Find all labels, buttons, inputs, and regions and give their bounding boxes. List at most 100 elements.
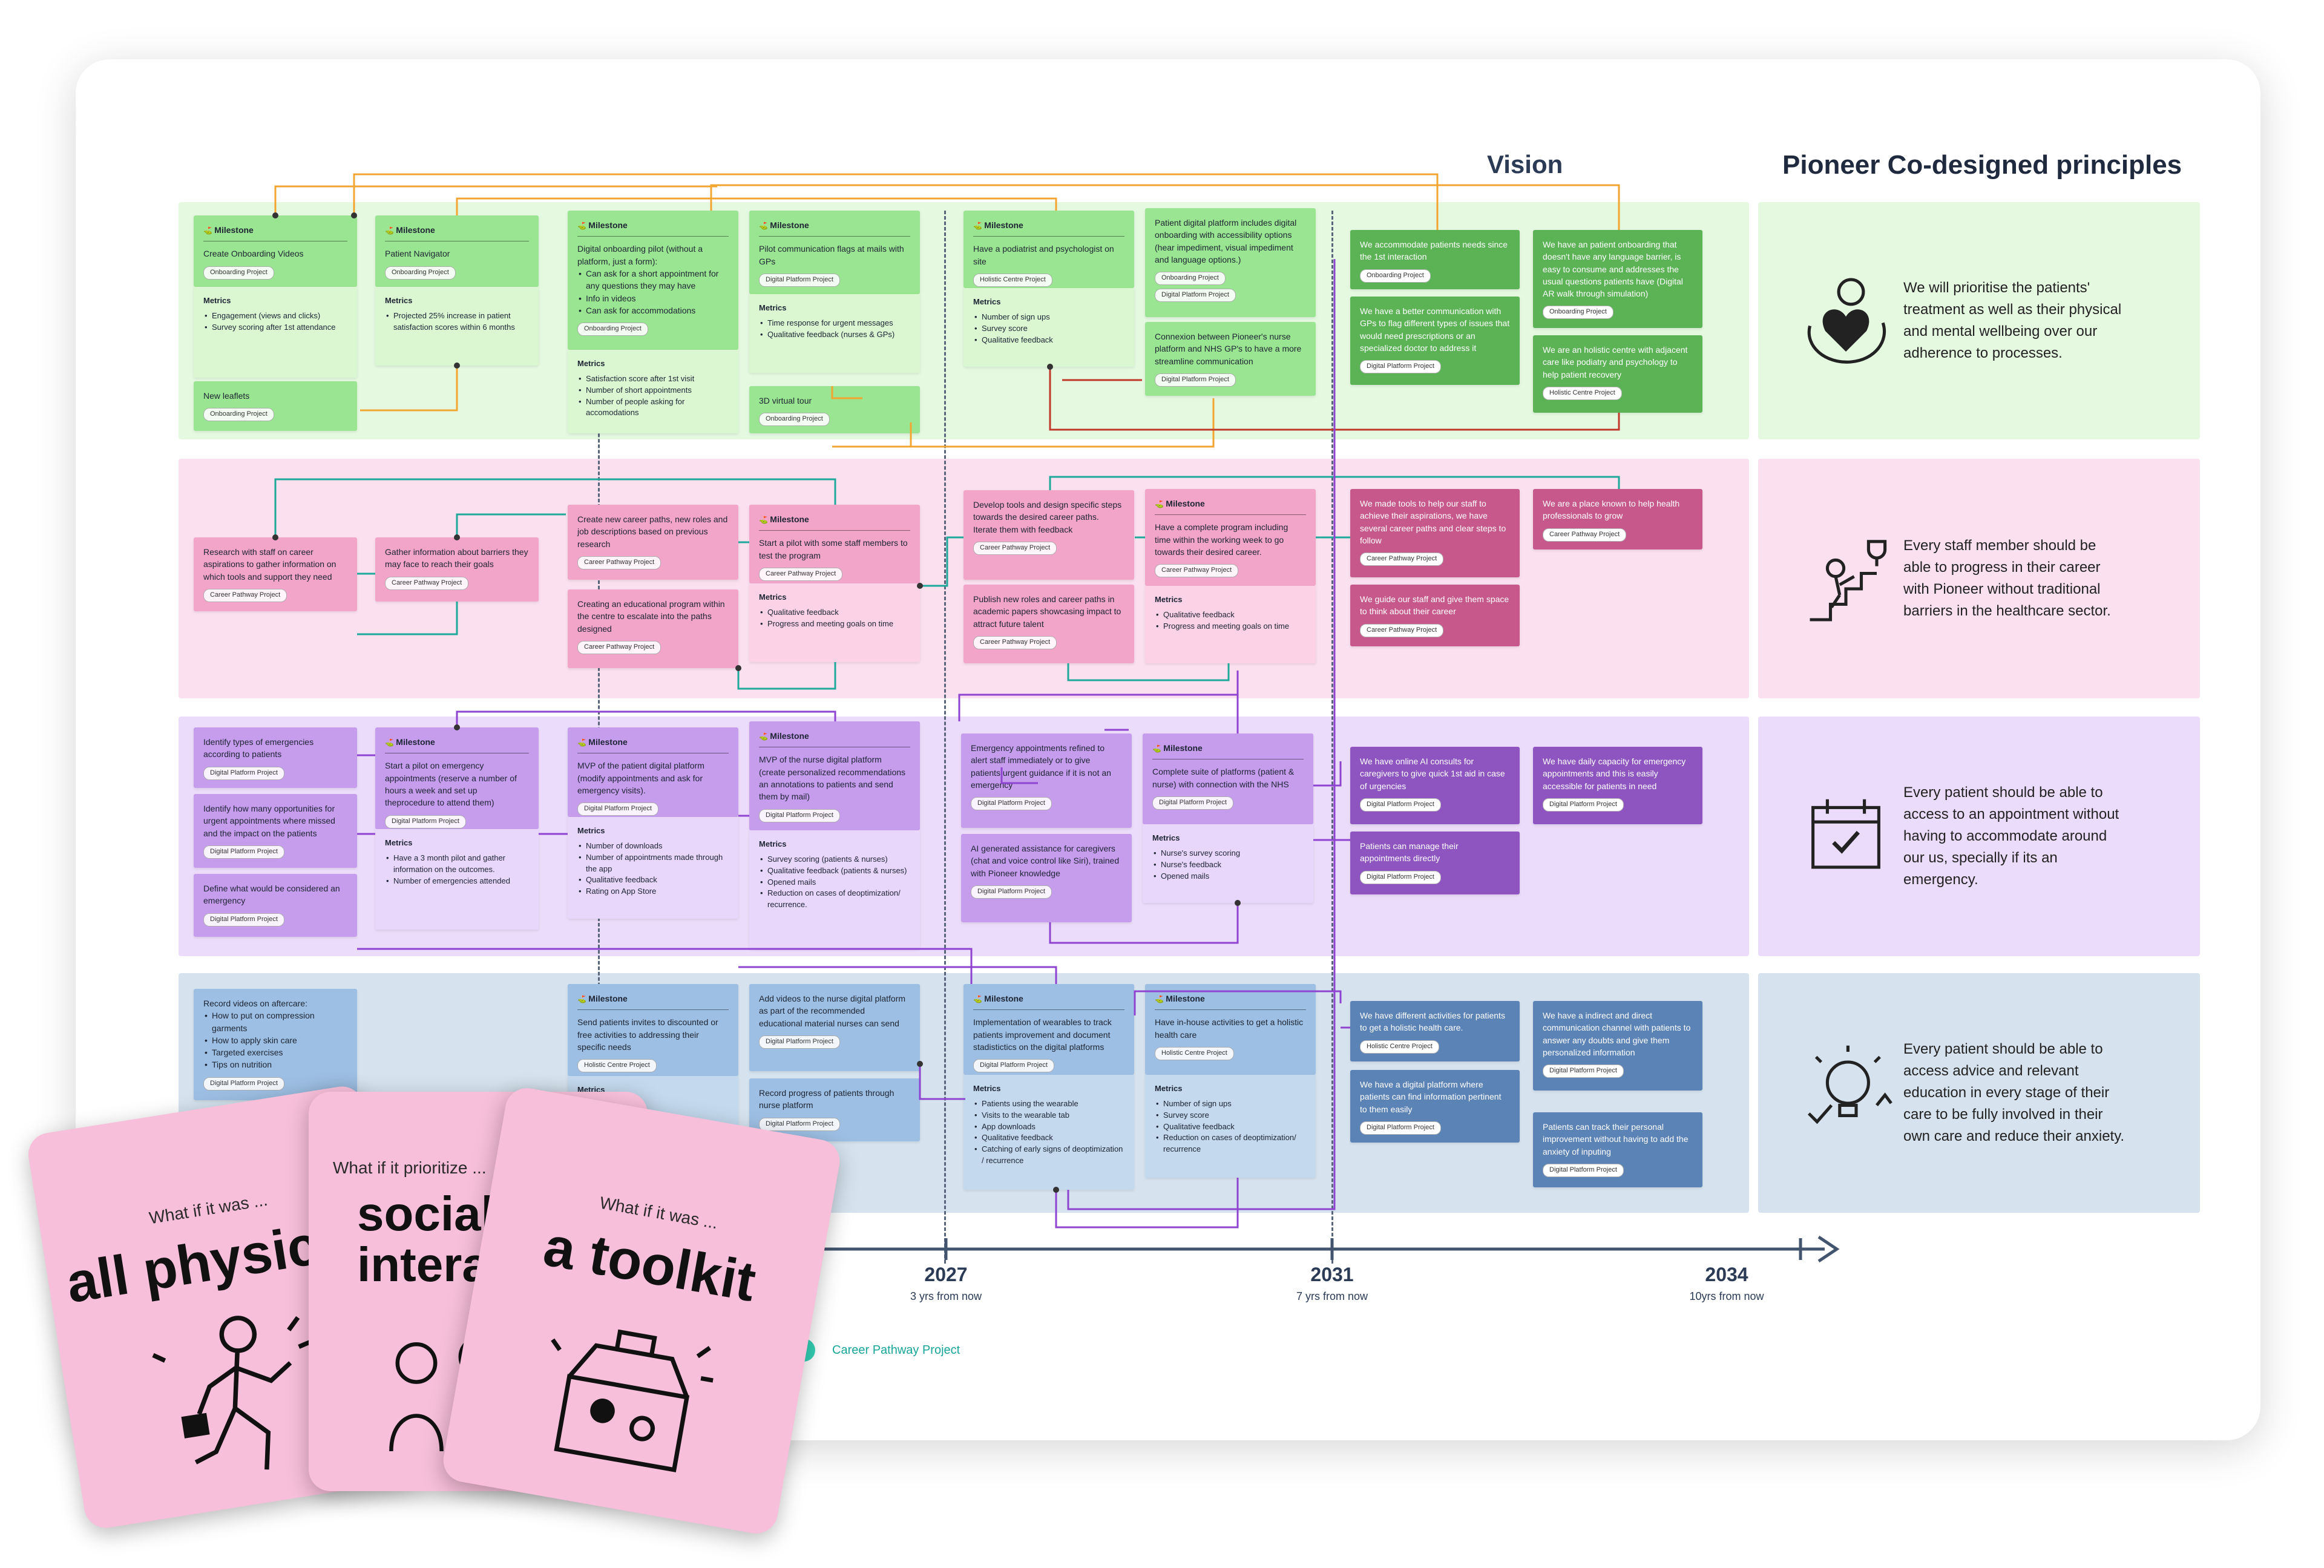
vision-career-tools[interactable]: We made tools to help our staff to achie… [1350, 489, 1520, 577]
milestone-complete-platform-suite[interactable]: Milestone Complete suite of platforms (p… [1143, 733, 1313, 824]
milestone-nurse-platform-mvp[interactable]: Milestone MVP of the nurse digital platf… [749, 721, 920, 830]
legend-label[interactable]: Career Pathway Project [832, 1343, 960, 1357]
project-tag: Digital Platform Project [1360, 1121, 1441, 1135]
task-create-career-paths[interactable]: Create new career paths, new roles and j… [568, 505, 738, 580]
milestone-wearables[interactable]: Milestone Implementation of wearables to… [963, 984, 1134, 1075]
vision-communication-channel[interactable]: We have a indirect and direct communicat… [1533, 1001, 1702, 1091]
milestone-complete-program[interactable]: Milestone Have a complete program includ… [1145, 489, 1316, 586]
task-record-aftercare-videos[interactable]: Record videos on aftercare: How to put o… [194, 989, 357, 1100]
project-tag: Onboarding Project [1543, 306, 1613, 320]
vision-holistic-activities[interactable]: We have different activities for patient… [1350, 1001, 1520, 1061]
metrics-box: Metrics Number of sign upsSurvey scoreQu… [963, 288, 1134, 367]
project-tag: Digital Platform Project [1543, 1064, 1624, 1078]
project-tag: Career Pathway Project [973, 541, 1057, 555]
project-tag: Holistic Centre Project [1360, 1040, 1439, 1054]
vision-daily-emergency-capacity[interactable]: We have daily capacity for emergency app… [1533, 747, 1702, 824]
vision-no-language-barrier[interactable]: We have an patient onboarding that doesn… [1533, 230, 1702, 328]
task-educational-program[interactable]: Creating an educational program within t… [568, 589, 738, 668]
milestone-create-onboarding-videos[interactable]: Milestone Create Onboarding Videos Onboa… [194, 215, 357, 287]
vision-manage-appointments[interactable]: Patients can manage their appointments d… [1350, 832, 1520, 894]
task-add-videos-nurse-platform[interactable]: Add videos to the nurse digital platform… [749, 984, 920, 1071]
project-tag: Digital Platform Project [971, 885, 1052, 899]
vision-track-improvement[interactable]: Patients can track their personal improv… [1533, 1112, 1702, 1187]
task-accessible-onboarding[interactable]: Patient digital platform includes digita… [1145, 208, 1316, 317]
project-tag: Onboarding Project [1155, 272, 1226, 286]
task-3d-virtual-tour[interactable]: 3D virtual tour Onboarding Project [749, 386, 920, 433]
project-tag: Digital Platform Project [203, 1077, 284, 1091]
project-tag: Digital Platform Project [203, 766, 284, 780]
metrics-box: Metrics Patients using the wearableVisit… [963, 1075, 1134, 1190]
vision-gp-communication[interactable]: We have a better communication with GPs … [1350, 297, 1520, 385]
metrics-box: Metrics Qualitative feedbackProgress and… [1145, 586, 1316, 663]
vision-digital-information[interactable]: We have a digital platform where patient… [1350, 1070, 1520, 1143]
project-tag: Onboarding Project [577, 323, 648, 336]
milestone-podiatrist-psychologist[interactable]: Milestone Have a podiatrist and psycholo… [963, 211, 1134, 288]
task-identify-emergency-types[interactable]: Identify types of emergencies according … [194, 727, 357, 788]
timeline-axis [717, 1235, 1840, 1263]
vision-holistic-centre[interactable]: We are an holistic centre with adjacent … [1533, 335, 1702, 413]
milestone-emergency-pilot[interactable]: Milestone Start a pilot on emergency app… [375, 727, 539, 829]
metrics-box: Metrics Number of downloadsNumber of app… [568, 817, 738, 919]
metrics-box: Metrics Survey scoring (patients & nurse… [749, 830, 920, 949]
task-new-leaflets[interactable]: New leaflets Onboarding Project [194, 381, 357, 431]
vision-ai-consults[interactable]: We have online AI consults for caregiver… [1350, 747, 1520, 824]
timeline-year-2031: 2031 [1310, 1264, 1354, 1285]
metrics-box: Metrics Nurse's survey scoringNurse's fe… [1143, 824, 1313, 903]
toolbox-icon [551, 1329, 714, 1472]
task-develop-career-tools[interactable]: Develop tools and design specific steps … [963, 490, 1134, 580]
timeline-year-2027: 2027 [924, 1264, 968, 1285]
metrics-box: Metrics Qualitative feedbackProgress and… [749, 583, 920, 662]
vision-accommodate-needs[interactable]: We accommodate patients needs since the … [1350, 230, 1520, 289]
project-tag: Digital Platform Project [1155, 289, 1236, 303]
project-tag: Digital Platform Project [759, 1035, 840, 1049]
milestone-activity-invites[interactable]: Milestone Send patients invites to disco… [568, 984, 738, 1076]
project-tag: Digital Platform Project [971, 797, 1052, 811]
project-tag: Career Pathway Project [1360, 623, 1444, 637]
timeline-year-2034: 2034 [1705, 1264, 1748, 1285]
principle-education: Every patient should be able to access a… [1758, 973, 2200, 1213]
vision-help-professionals-grow[interactable]: We are a place known to help health prof… [1533, 489, 1702, 549]
project-tag: Digital Platform Project [759, 809, 840, 822]
task-emergency-appointments-refined[interactable]: Emergency appointments refined to alert … [961, 733, 1132, 828]
principles-title: Pioneer Co-designed principles [1782, 150, 2182, 180]
roadmap-board: Vision Pioneer Co-designed principles We… [76, 59, 2260, 1440]
milestone-patient-platform-mvp[interactable]: Milestone MVP of the patient digital pla… [568, 727, 738, 817]
milestone-staff-pilot[interactable]: Milestone Start a pilot with some staff … [749, 505, 920, 583]
timeline-note: 10yrs from now [1689, 1290, 1764, 1302]
task-identify-missed-opportunities[interactable]: Identify how many opportunities for urge… [194, 794, 357, 868]
task-nhs-gp-connexion[interactable]: Connexion between Pioneer's nurse platfo… [1145, 322, 1316, 396]
project-tag: Holistic Centre Project [1155, 1046, 1234, 1060]
task-gather-barriers[interactable]: Gather information about barriers they m… [375, 537, 539, 602]
project-tag: Onboarding Project [203, 266, 274, 280]
project-tag: Digital Platform Project [1543, 1163, 1624, 1177]
card-headline: a toolkit [539, 1215, 761, 1314]
milestone-in-house-activities[interactable]: Milestone Have in-house activities to ge… [1145, 984, 1316, 1075]
task-ai-assistance[interactable]: AI generated assistance for caregivers (… [961, 834, 1132, 922]
metrics-box: Metrics Satisfaction score after 1st vis… [568, 350, 738, 433]
project-tag: Career Pathway Project [1360, 553, 1444, 566]
project-tag: Onboarding Project [759, 413, 830, 427]
project-tag: Digital Platform Project [577, 802, 658, 816]
milestone-digital-onboarding-pilot[interactable]: Milestone Digital onboarding pilot (with… [568, 211, 738, 350]
milestone-patient-navigator[interactable]: Milestone Patient Navigator Onboarding P… [375, 215, 539, 287]
timeline-note: 7 yrs from now [1296, 1290, 1368, 1302]
timeline-note: 3 yrs from now [910, 1290, 982, 1302]
project-tag: Digital Platform Project [1155, 373, 1236, 387]
principle-text: We will prioritise the patients' treatme… [1903, 280, 2122, 361]
project-tag: Career Pathway Project [203, 588, 287, 602]
project-tag: Digital Platform Project [759, 1117, 840, 1131]
heart-hug-icon [1807, 278, 1886, 364]
task-publish-new-roles[interactable]: Publish new roles and career paths in ac… [963, 585, 1134, 663]
what-if-card-toolkit[interactable]: What if it was ... a toolkit [439, 1084, 844, 1537]
task-research-career-aspirations[interactable]: Research with staff on career aspiration… [194, 537, 357, 611]
project-tag: Onboarding Project [385, 266, 456, 280]
milestone-pilot-communication-flags[interactable]: Milestone Pilot communication flags at m… [749, 211, 920, 294]
principle-wellbeing: We will prioritise the patients' treatme… [1758, 202, 2200, 439]
task-define-emergency[interactable]: Define what would be considered an emerg… [194, 874, 357, 937]
principle-appointments: Every patient should be able to access t… [1758, 717, 2200, 956]
project-tag: Holistic Centre Project [577, 1059, 657, 1073]
vision-guide-staff[interactable]: We guide our staff and give them space t… [1350, 585, 1520, 646]
calendar-icon [1811, 799, 1880, 869]
metrics-box: Metrics Number of sign upsSurvey scoreQu… [1145, 1075, 1316, 1178]
project-tag: Digital Platform Project [1152, 796, 1233, 810]
